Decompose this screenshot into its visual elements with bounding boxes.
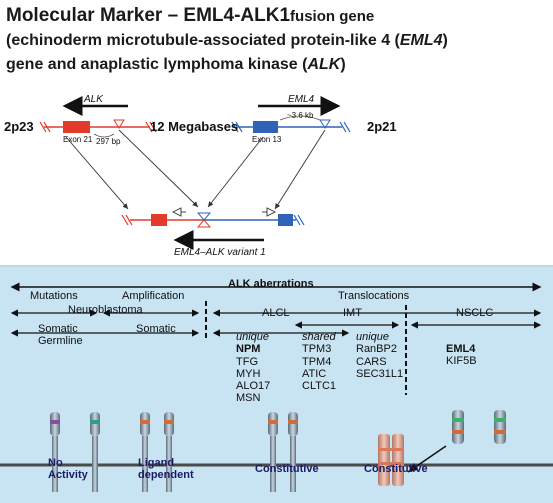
receptor-illustrations — [50, 410, 506, 492]
gene-tfg: TFG — [236, 355, 258, 368]
gene-sec31l1: SEC31L1 — [356, 367, 404, 380]
fusion-alk-exon — [151, 214, 167, 226]
activity-text: Activity — [48, 469, 88, 481]
receptor-3 — [140, 412, 174, 492]
gene-npm: NPM — [236, 343, 261, 356]
gene-tpm4: TPM4 — [302, 355, 332, 368]
kb-label: ~3.6 kb — [287, 111, 314, 120]
somatic-germline-list: Somatic Germline — [38, 323, 83, 348]
distance-label: 12 Megabases — [150, 119, 239, 134]
somatic-amp-text: Somatic — [136, 323, 176, 335]
eml4-exon13 — [253, 121, 278, 133]
gene-myh: MYH — [236, 367, 261, 380]
mutations-label: Mutations — [30, 290, 78, 302]
translocations-label: Translocations — [338, 290, 410, 302]
bp297-label: 297 bp — [96, 137, 121, 146]
eml4-label: EML4 — [288, 94, 315, 105]
alk-label: ALK — [84, 94, 103, 105]
receptor-6 — [452, 410, 506, 444]
imt-unique-list: unique RanBP2 CARS SEC31L1 — [356, 331, 403, 380]
aberrations-header: ALK aberrations — [228, 278, 314, 290]
no-text: No — [48, 457, 63, 469]
alk-breakpoint-icon — [113, 119, 125, 129]
page-title: Molecular Marker – EML4-ALK1fusion gene … — [6, 5, 448, 73]
fusion-eml4-exon — [278, 214, 293, 226]
fusion-diagram — [39, 96, 351, 250]
gene-ranbp2: RanBP2 — [356, 343, 397, 356]
eml4-breakpoint-icon — [319, 119, 331, 129]
receptor-5 — [378, 434, 404, 486]
alk-exon21 — [63, 121, 90, 133]
gene-cltc1: CLTC1 — [302, 380, 337, 393]
receptor-2 — [90, 412, 100, 492]
imt-label: IMT — [343, 307, 362, 319]
fusion-variant-label: EML4–ALK variant 1 — [174, 247, 266, 258]
exon13-label: Exon 13 — [252, 135, 282, 144]
germline-text: Germline — [38, 335, 83, 348]
ligand-text: Ligand — [138, 457, 175, 469]
unique2-label: unique — [356, 331, 390, 343]
receptor-1 — [50, 412, 60, 492]
neuroblastoma-label: Neuroblastoma — [68, 304, 143, 316]
nsclc-list: EML4 KIF5B — [446, 343, 477, 368]
amplification-label: Amplification — [122, 290, 185, 302]
ligand-dependent-label: Ligand dependent — [138, 457, 194, 481]
gene-cars: CARS — [356, 355, 387, 368]
nsclc-label: NSCLC — [456, 307, 494, 319]
shared-label: shared — [302, 331, 336, 343]
constitutive-label-2: Constitutive — [364, 463, 428, 475]
chr-2p21-label: 2p21 — [367, 119, 397, 134]
gene-eml4: EML4 — [446, 343, 476, 355]
gene-atic: ATIC — [302, 367, 327, 380]
shared-list: shared TPM3 TPM4 ATIC CLTC1 — [302, 331, 336, 392]
chr-2p23-label: 2p23 — [4, 119, 34, 134]
somatic-text: Somatic — [38, 323, 78, 335]
receptor-4 — [268, 412, 298, 492]
dependent-text: dependent — [138, 469, 194, 481]
constitutive-label-1: Constitutive — [255, 463, 319, 475]
gene-alo17: ALO17 — [236, 380, 271, 393]
alcl-label: ALCL — [262, 307, 290, 319]
gene-kif5b: KIF5B — [446, 355, 477, 368]
no-activity-label: No Activity — [48, 457, 88, 481]
exon21-label: Exon 21 — [63, 135, 93, 144]
gene-msn: MSN — [236, 392, 261, 405]
alcl-unique-list: unique NPM TFG MYH ALO17 MSN — [236, 331, 270, 405]
unique-label: unique — [236, 331, 270, 343]
gene-tpm3: TPM3 — [302, 343, 332, 356]
